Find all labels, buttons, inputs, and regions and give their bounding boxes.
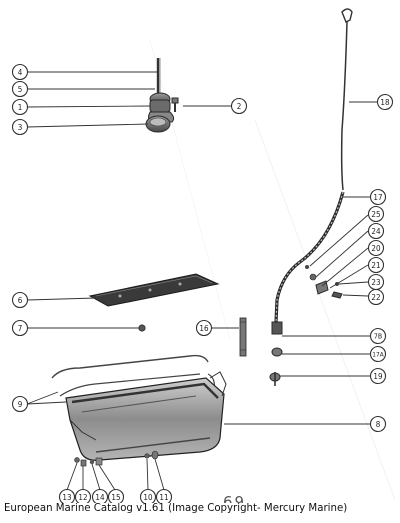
callout-label: 7B xyxy=(374,333,382,341)
oil-pan xyxy=(65,371,227,461)
scan-texture xyxy=(149,39,396,501)
callout-label: 17A xyxy=(372,351,383,359)
callout-17: 17 xyxy=(369,188,387,206)
dipstick-assembly xyxy=(269,8,353,386)
callout-label: 6 xyxy=(18,296,23,305)
callout-22: 22 xyxy=(367,288,385,306)
callout-16: 16 xyxy=(195,319,213,337)
callout-2: 2 xyxy=(230,97,248,115)
callout-label: 10 xyxy=(143,493,153,502)
callout-label: 23 xyxy=(371,278,380,287)
image-caption: European Marine Catalog v1.61 (Image Cop… xyxy=(4,503,350,514)
callout-17a: 17A xyxy=(369,345,387,363)
nut-part xyxy=(138,324,146,332)
drain-plug-hardware xyxy=(74,450,159,467)
callout-label: 11 xyxy=(159,493,168,502)
callout-5: 5 xyxy=(11,80,29,98)
callout-label: 13 xyxy=(62,493,71,502)
callout-label: 14 xyxy=(95,493,105,502)
callout-18: 18 xyxy=(376,93,394,111)
callout-label: 21 xyxy=(371,261,380,270)
callout-label: 19 xyxy=(373,372,383,381)
callout-4: 4 xyxy=(11,63,29,81)
callout-label: 24 xyxy=(371,227,381,236)
callout-label: 4 xyxy=(18,68,23,77)
callout-label: 2 xyxy=(237,102,242,111)
callout-20: 20 xyxy=(367,239,385,257)
stud-part xyxy=(239,317,247,357)
callout-19: 19 xyxy=(369,367,387,385)
callout-label: 15 xyxy=(111,493,120,502)
callout-label: 16 xyxy=(199,324,209,333)
callout-24: 24 xyxy=(367,222,385,240)
oil-pan-baffle xyxy=(88,273,220,307)
oil-pump-assembly xyxy=(145,58,179,133)
callout-label: 18 xyxy=(380,98,390,107)
callout-21: 21 xyxy=(367,256,385,274)
callout-7: 7 xyxy=(11,319,29,337)
callout-label: 20 xyxy=(371,244,381,253)
callout-label: 25 xyxy=(371,210,380,219)
callout-25: 25 xyxy=(367,205,385,223)
callout-label: 9 xyxy=(18,400,23,409)
callout-9: 9 xyxy=(11,395,29,413)
callout-label: 3 xyxy=(18,123,23,132)
callout-label: 5 xyxy=(18,85,23,94)
callout-1: 1 xyxy=(11,98,29,116)
callout-label: 17 xyxy=(373,193,382,202)
callout-23: 23 xyxy=(367,273,385,291)
callout-label: 1 xyxy=(18,103,23,112)
callout-8: 8 xyxy=(369,415,387,433)
callout-label: 22 xyxy=(371,293,380,302)
callout-6: 6 xyxy=(11,291,29,309)
callout-7b: 7B xyxy=(369,327,387,345)
callout-label: 12 xyxy=(78,493,87,502)
callout-label: 7 xyxy=(18,324,23,333)
callout-label: 8 xyxy=(376,420,381,429)
callout-3: 3 xyxy=(11,118,29,136)
leader-lines xyxy=(26,71,378,491)
